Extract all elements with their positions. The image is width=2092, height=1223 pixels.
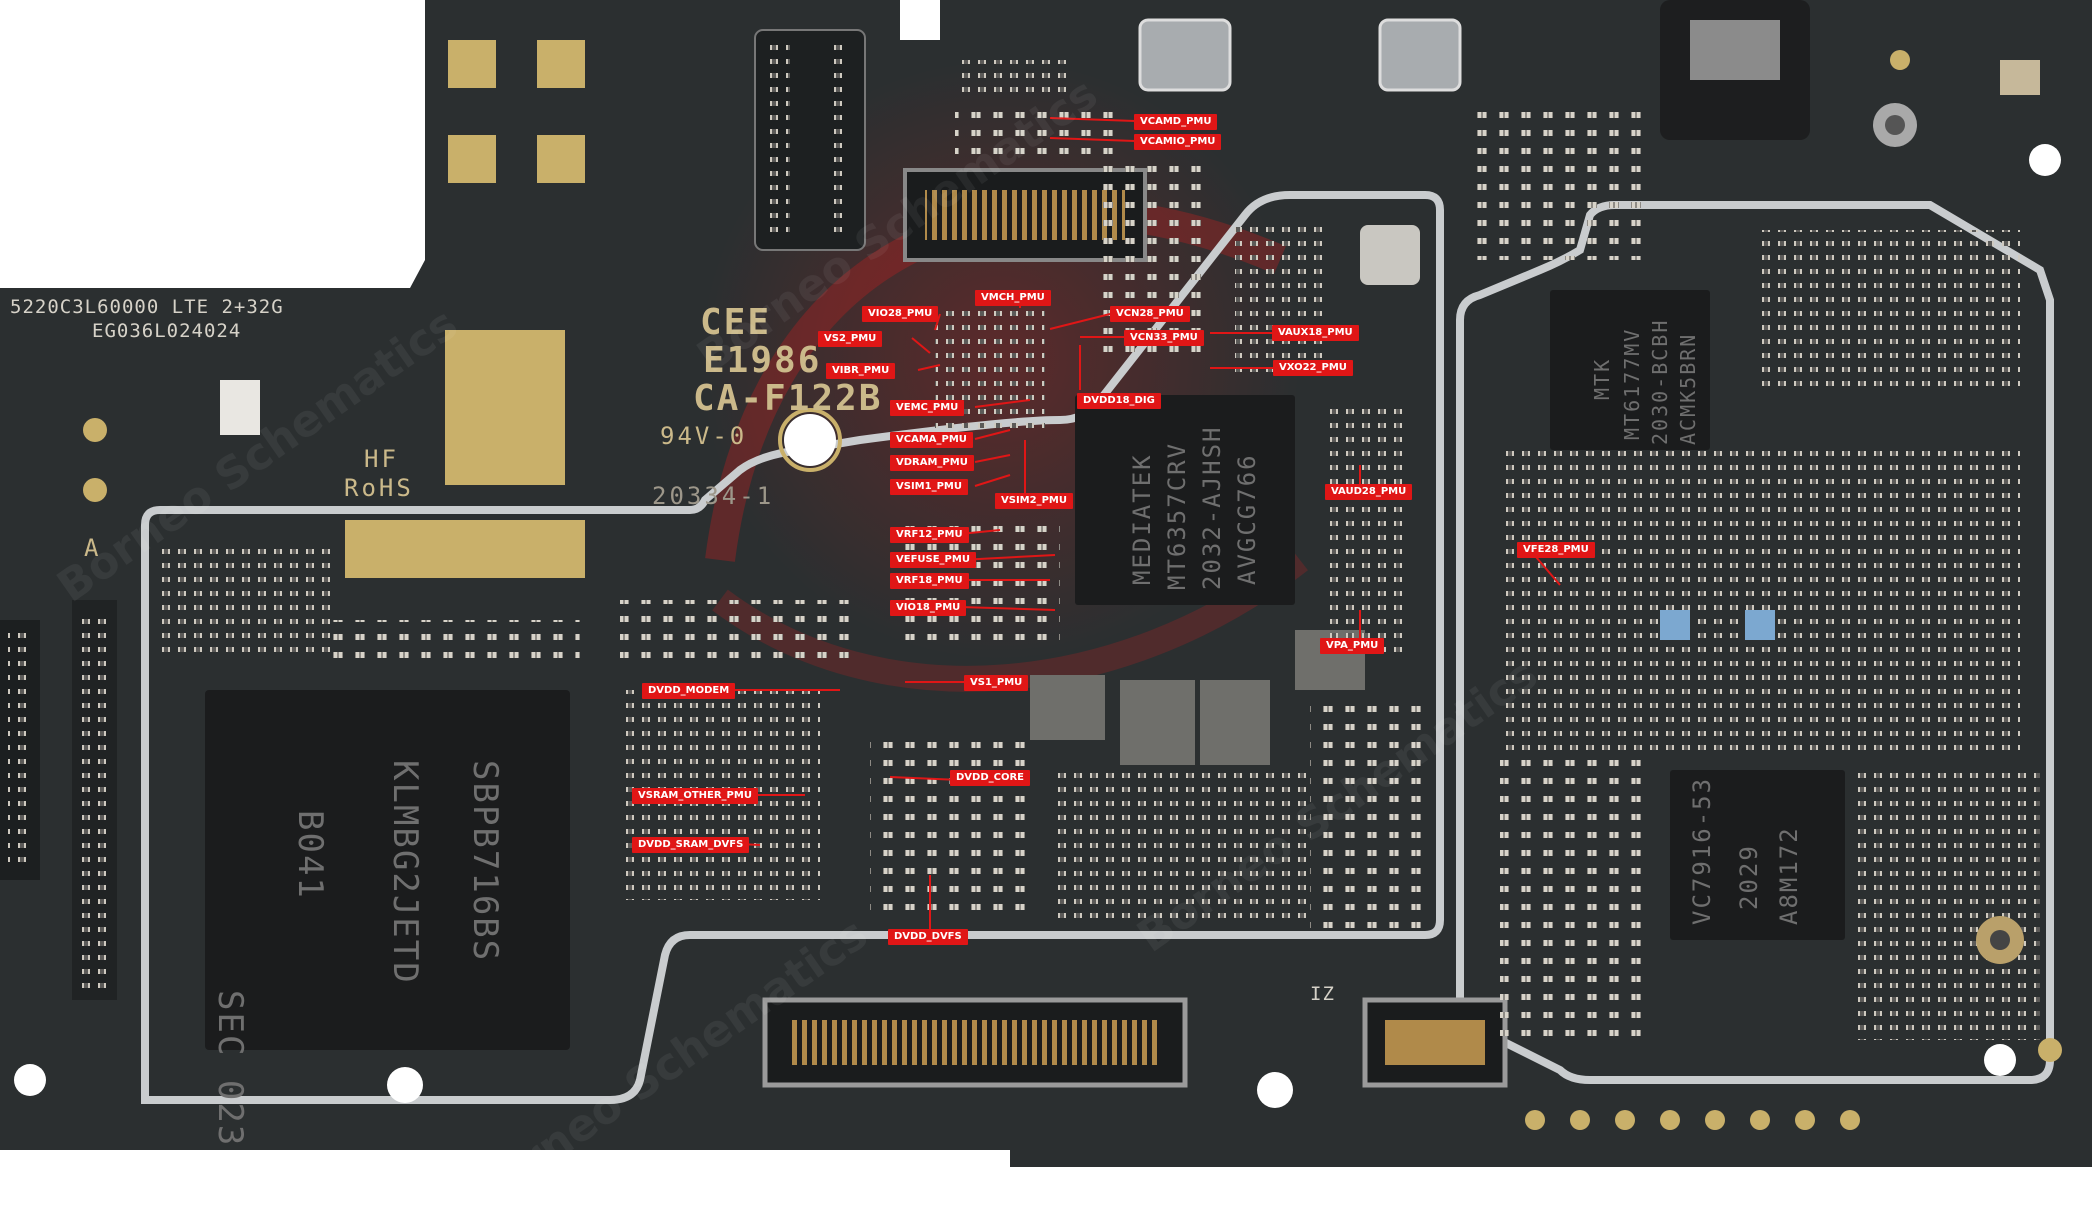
voltage-label-vcama: VCAMA_PMU [890, 432, 973, 448]
voltage-label-vcamio: VCAMIO_PMU [1134, 134, 1222, 150]
pa-marking-3: A8M172 [1775, 826, 1803, 925]
rf-marking-4: ACMK5BRN [1676, 332, 1700, 445]
sub-connector [1362, 997, 1508, 1088]
power-amplifier-chip [1670, 770, 1845, 940]
voltage-label-dvdd-sram-dvfs: DVDD_SRAM_DVFS [632, 837, 750, 853]
voltage-label-vcn33: VCN33_PMU [1124, 330, 1204, 346]
voltage-label-vmch: VMCH_PMU [975, 290, 1051, 306]
date-code: 20334-1 [652, 482, 775, 510]
rf-marking-2: MT6177MV [1620, 327, 1644, 440]
voltage-label-vaux18: VAUX18_PMU [1272, 325, 1359, 341]
voltage-label-vio18: VIO18_PMU [890, 600, 967, 616]
pmic-marking-2: MT6357CRV [1163, 441, 1191, 590]
model-code: 5220C3L60000 LTE 2+32G [10, 296, 284, 318]
pa-marking-2: 2029 [1735, 844, 1763, 910]
bottom-test-points [1525, 1110, 1860, 1130]
gold-test-pads [345, 40, 585, 578]
memory-marking-2: B041 [290, 810, 330, 900]
pcb-board-photo: 5220C3L60000 LTE 2+32G EG036L024024 CEE … [0, 0, 2092, 1167]
voltage-label-vsim1: VSIM1_PMU [890, 479, 968, 495]
voltage-label-vcn28: VCN28_PMU [1110, 306, 1190, 322]
voltage-label-vrf18: VRF18_PMU [890, 573, 969, 589]
pmic-marking-4: AVGCG766 [1233, 453, 1261, 585]
voltage-label-vdram: VDRAM_PMU [890, 455, 974, 471]
hf-mark: HF [364, 445, 399, 473]
board-code: CA-F122B [693, 378, 883, 419]
voltage-label-vs2: VS2_PMU [818, 331, 883, 347]
voltage-label-vcamd: VCAMD_PMU [1134, 114, 1218, 130]
flammability-rating: 94V-0 [660, 422, 748, 450]
memory-marking-4: SBPB716BS [465, 760, 505, 963]
voltage-label-vfe28: VFE28_PMU [1517, 542, 1595, 558]
side-connector [0, 600, 117, 1000]
voltage-label-vaud28: VAUD28_PMU [1325, 484, 1413, 500]
marker-a: A [84, 534, 102, 562]
rohs-mark: RoHS [344, 474, 414, 502]
rf-marking-3: 2030-BCBH [1648, 318, 1672, 445]
voltage-label-dvdd-dvfs: DVDD_DVFS [888, 929, 968, 945]
rf-marking-1: MTK [1590, 357, 1614, 400]
voltage-label-vsram-other: VSRAM_OTHER_PMU [632, 788, 758, 804]
cee-mark: CEE [700, 302, 772, 343]
rf-transceiver-chip [1550, 290, 1710, 450]
shield-can-clips [1138, 0, 2040, 140]
voltage-label-vpa: VPA_PMU [1320, 638, 1385, 654]
voltage-label-vs1: VS1_PMU [964, 675, 1029, 691]
pcb-board [0, 0, 2092, 1167]
smd-components [160, 60, 2040, 1040]
voltage-label-vsim2: VSIM2_PMU [995, 493, 1073, 509]
voltage-label-dvdd-modem: DVDD_MODEM [642, 683, 736, 699]
voltage-label-vio28: VIO28_PMU [862, 306, 939, 322]
antenna-connectors [1873, 103, 2024, 964]
pmic-marking-1: MEDIATEK [1128, 453, 1156, 585]
cert-code: E1986 [703, 340, 822, 381]
memory-marking-1: SEC 023 [210, 990, 250, 1148]
voltage-label-vefuse: VEFUSE_PMU [890, 552, 976, 568]
memory-marking-3: KLMBG2JETD [385, 760, 425, 985]
voltage-label-vrf12: VRF12_PMU [890, 527, 969, 543]
voltage-label-dvdd-core: DVDD_CORE [950, 770, 1031, 786]
flex-connector-top [754, 29, 866, 251]
voltage-label-vemc: VEMC_PMU [890, 400, 965, 416]
voltage-label-dvdd18: DVDD18_DIG [1077, 393, 1161, 409]
pmic-marking-3: 2032-AJHSH [1198, 425, 1226, 591]
pmic-chip [1075, 395, 1295, 605]
serial-code: EG036L024024 [92, 320, 242, 342]
emmc-memory-chip [205, 690, 570, 1050]
pa-marking-1: VC7916-53 [1688, 776, 1716, 925]
flash-led [220, 380, 260, 435]
voltage-label-vxo22: VXO22_PMU [1273, 360, 1353, 376]
battery-connector [762, 997, 1188, 1088]
mounting-holes [14, 50, 2062, 1108]
marker-iz: IZ [1310, 983, 1335, 1005]
voltage-label-vibr: VIBR_PMU [826, 363, 896, 379]
